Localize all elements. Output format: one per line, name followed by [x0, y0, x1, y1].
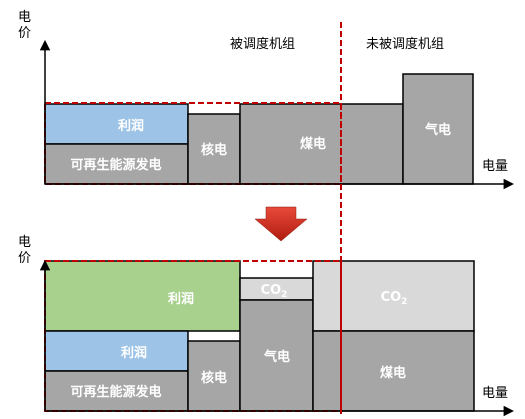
dispatched-label: 被调度机组 [230, 36, 295, 52]
top-profit-block [44, 103, 189, 145]
bottom-coal-block [312, 330, 475, 412]
top-renewable-label: 可再生能源发电 [70, 157, 161, 173]
bottom-y-axis-label-2: 价 [18, 251, 31, 266]
bottom-nuclear-block [187, 340, 241, 412]
top-y-axis-label-2: 价 [18, 26, 31, 41]
top-panel: 电 价 电量 被调度机组 未被调度机组 利润 可再生能源发电 核电 煤电 气电 [18, 10, 515, 190]
bottom-gas-label: 气电 [264, 349, 290, 365]
top-x-axis-label: 电量 [482, 159, 508, 174]
bottom-coal-label: 煤电 [380, 365, 406, 381]
top-coal-label: 煤电 [300, 136, 326, 152]
top-coal-block [239, 103, 404, 185]
top-nuclear-label: 核电 [201, 142, 227, 158]
bottom-x-axis-label: 电量 [482, 386, 508, 401]
bottom-renewable-label: 可再生能源发电 [70, 384, 161, 400]
bottom-panel: 电 价 电量 利润 利润 可再生能源发电 核电 气电 煤电 CO2 CO2 [18, 235, 515, 417]
top-y-axis-label-1: 电 [18, 10, 31, 25]
bottom-profit-blue-label: 利润 [121, 345, 147, 361]
top-gas-block [402, 73, 474, 185]
top-profit-label: 利润 [118, 118, 144, 134]
bottom-nuclear-label: 核电 [201, 370, 227, 386]
bottom-profit-green-label: 利润 [168, 291, 194, 307]
top-nuclear-block [187, 113, 241, 185]
bottom-co2-coal-label: CO2 [381, 290, 408, 307]
top-gas-label: 气电 [425, 122, 451, 138]
down-arrow-icon [254, 206, 308, 242]
bottom-co2-gas-label: CO2 [261, 283, 288, 300]
bottom-profit-blue-block [44, 330, 189, 372]
bottom-y-axis-label-1: 电 [18, 235, 31, 250]
undispatched-label: 未被调度机组 [366, 36, 444, 52]
bottom-profit-green-block [44, 260, 241, 332]
